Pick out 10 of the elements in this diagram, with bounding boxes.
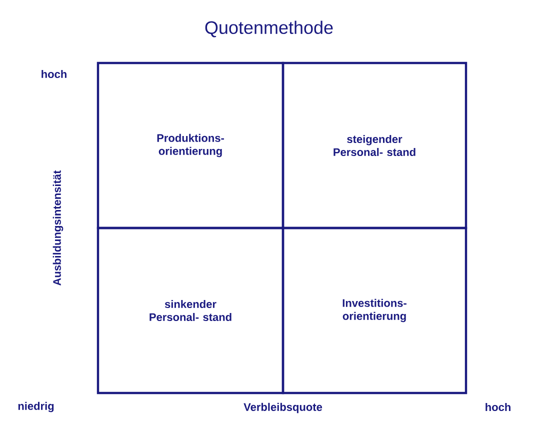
quadrant-box: Produktions- orientierung: [96, 62, 284, 230]
axis-title: Ausbildungsintensität: [52, 170, 64, 286]
quadrant-box: Investitions- orientierung: [282, 226, 468, 394]
axis-end-label: niedrig: [18, 402, 54, 412]
quadrant-box: sinkender Personal- stand: [96, 226, 284, 394]
axis-title: Verbleibsquote: [244, 402, 322, 414]
axis-end-label: hoch: [486, 402, 510, 412]
title: Quotenmethode: [205, 20, 333, 38]
quadrant-box: steigender Personal- stand: [282, 62, 468, 230]
axis-end-label: hoch: [42, 70, 66, 78]
